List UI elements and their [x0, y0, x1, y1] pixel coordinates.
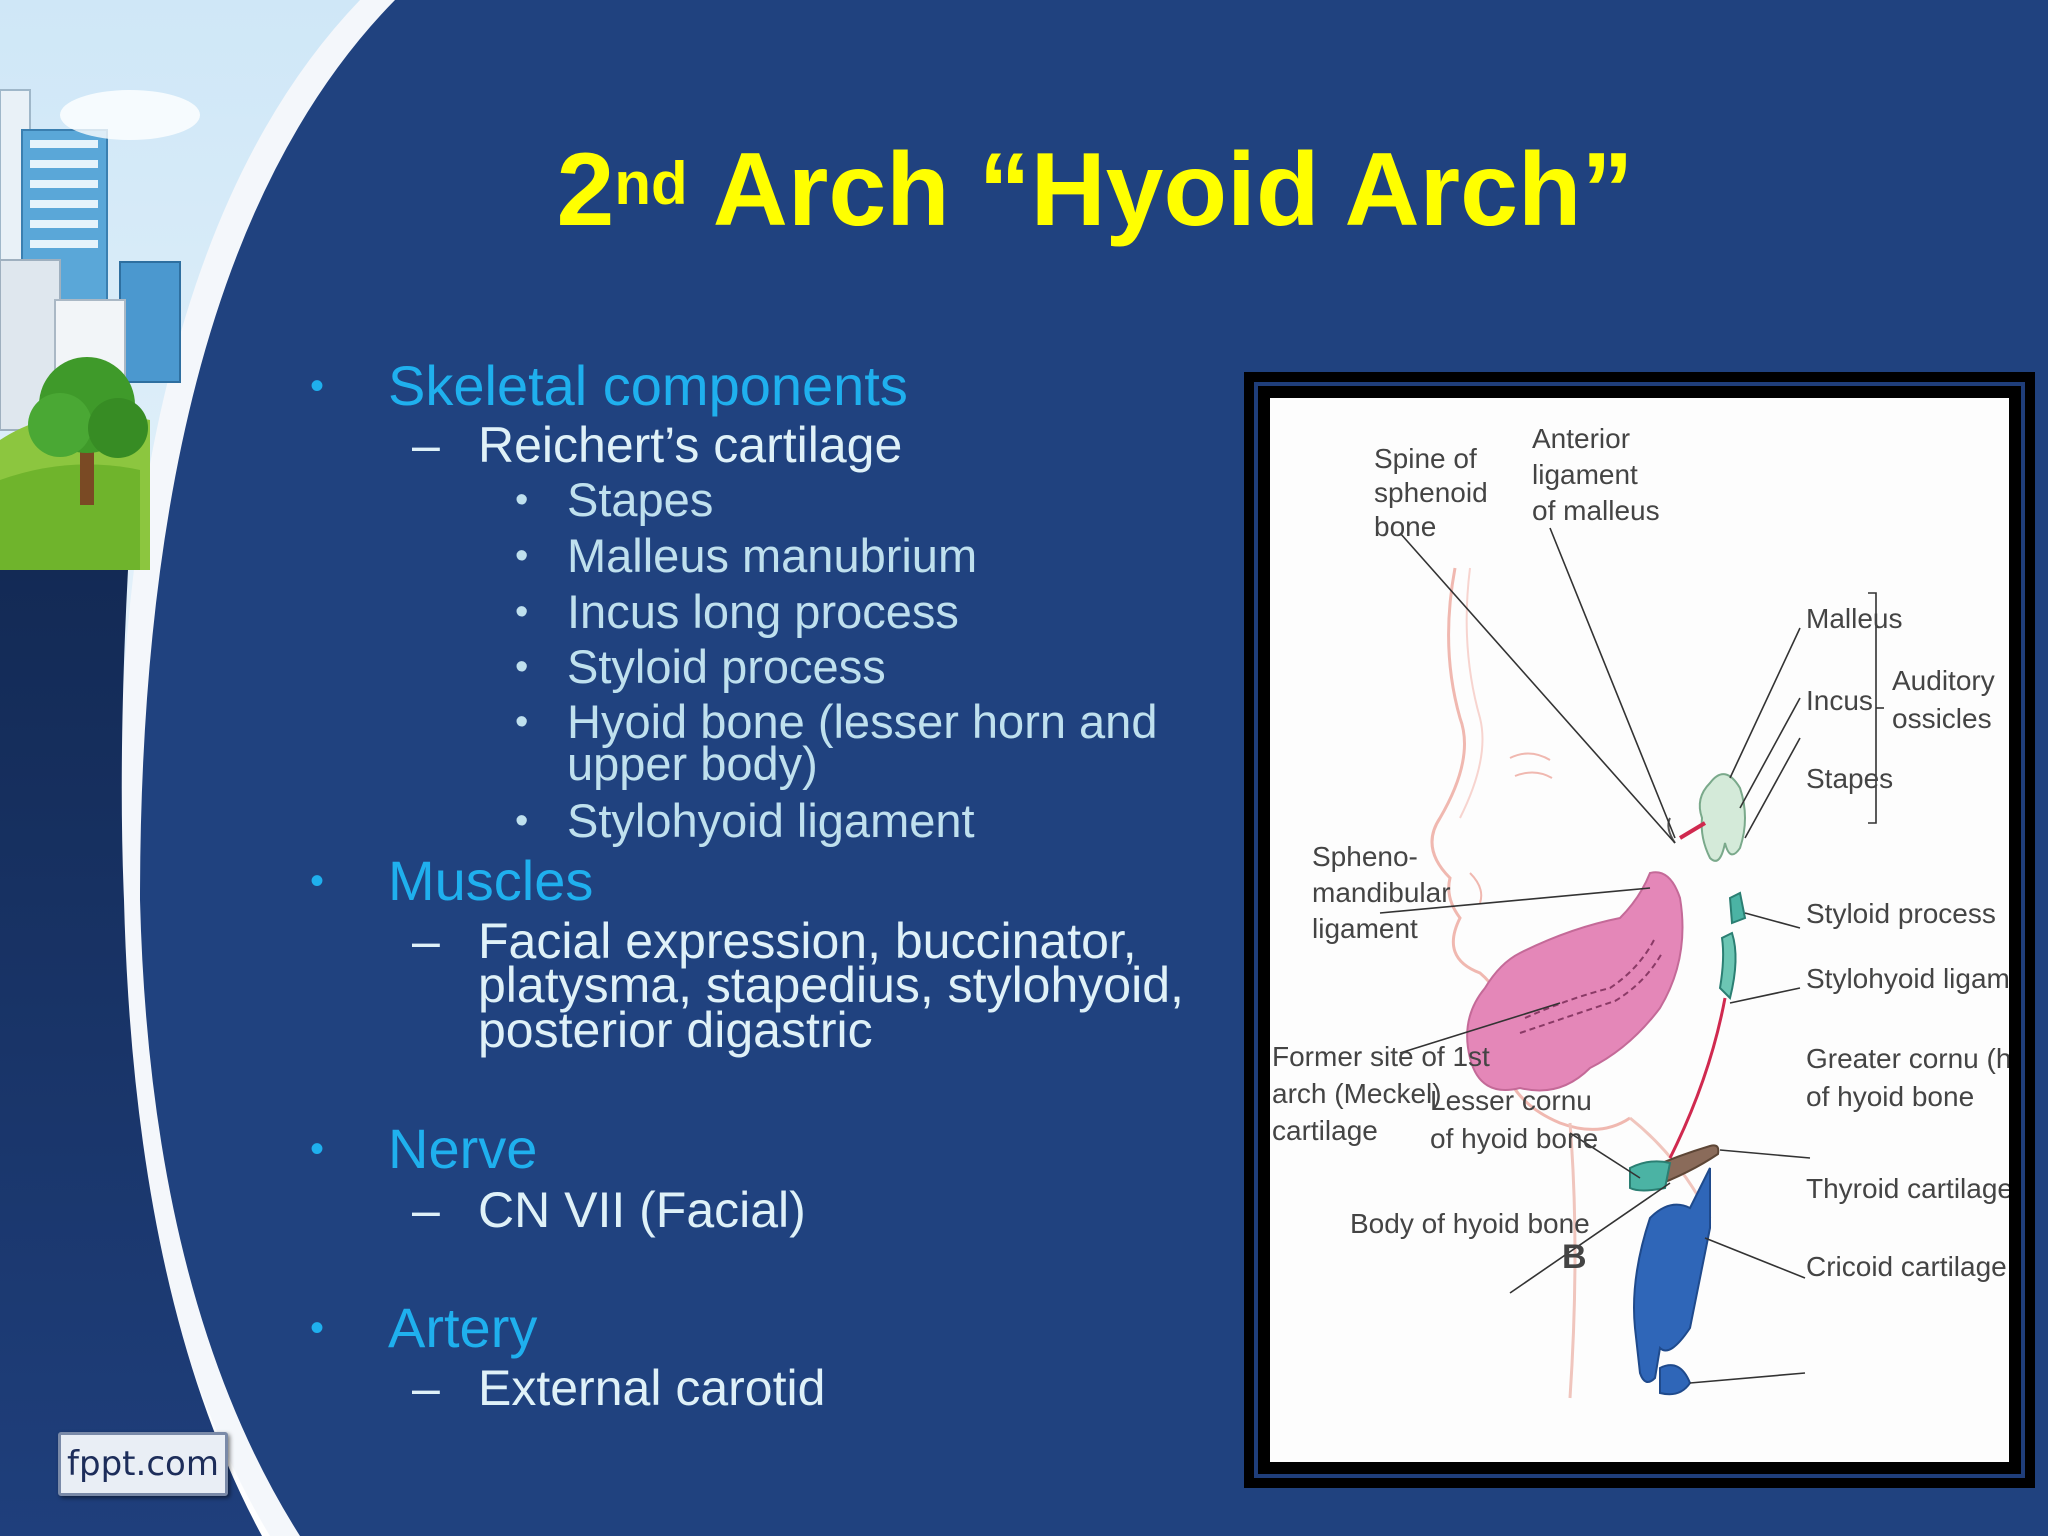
label-styloid-process: Styloid process	[1806, 898, 1996, 929]
label-sphenomandibular-2: mandibular	[1312, 877, 1451, 908]
label-stylohyoid-ligament: Stylohyoid ligament	[1806, 963, 2009, 994]
eye-outline	[1509, 752, 1553, 779]
label-auditory-ossicles-2: ossicles	[1892, 703, 1992, 734]
label-spine-of-sphenoid-2: sphenoid	[1374, 477, 1488, 508]
mandible-shape	[1466, 871, 1684, 1092]
label-auditory-ossicles: Auditory	[1892, 665, 1995, 696]
slide-title: 2nd Arch “Hyoid Arch”	[556, 132, 1634, 248]
figure-frame: Spine of sphenoid bone Anterior ligament…	[1244, 372, 2035, 1488]
label-greater-cornu-2: of hyoid bone	[1806, 1081, 1974, 1112]
thyroid-cartilage-shape	[1633, 1167, 1711, 1383]
tree-icon	[0, 357, 150, 570]
fppt-logo: fppt.com	[58, 1432, 228, 1496]
label-anterior-ligament-3: of malleus	[1532, 495, 1660, 526]
label-greater-cornu: Greater cornu (horn)	[1806, 1043, 2009, 1074]
label-lesser-cornu-2: of hyoid bone	[1430, 1123, 1598, 1154]
label-incus: Incus	[1806, 685, 1873, 716]
label-anterior-ligament-2: ligament	[1532, 459, 1638, 490]
label-sphenomandibular-3: ligament	[1312, 913, 1418, 944]
label-sphenomandibular: Spheno-	[1312, 841, 1418, 872]
city-buildings-icon	[0, 89, 200, 431]
face-outline	[1430, 567, 1631, 1131]
label-thyroid-cartilage: Thyroid cartilage	[1806, 1173, 2009, 1204]
anatomy-figure: Spine of sphenoid bone Anterior ligament…	[1270, 398, 2009, 1462]
label-former-site-3: cartilage	[1272, 1115, 1378, 1146]
ossicles-shape	[1698, 773, 1746, 862]
label-anterior-ligament: Anterior	[1532, 423, 1630, 454]
label-former-site-2: arch (Meckel)	[1272, 1078, 1442, 1109]
label-spine-of-sphenoid-3: bone	[1374, 511, 1436, 542]
figure-inner-border: Spine of sphenoid bone Anterior ligament…	[1254, 382, 2025, 1478]
label-stapes: Stapes	[1806, 763, 1893, 794]
label-spine-of-sphenoid: Spine of	[1374, 443, 1477, 474]
hyoid-arch-diagram: Spine of sphenoid bone Anterior ligament…	[1272, 423, 2009, 1399]
label-body-of-hyoid: Body of hyoid bone	[1350, 1208, 1590, 1239]
label-former-site: Former site of 1st	[1272, 1041, 1490, 1072]
label-cricoid-cartilage: Cricoid cartilage	[1806, 1251, 2007, 1282]
label-panel-b: B	[1562, 1238, 1587, 1276]
label-lesser-cornu: Lesser cornu	[1430, 1085, 1592, 1116]
label-malleus: Malleus	[1806, 603, 1902, 634]
